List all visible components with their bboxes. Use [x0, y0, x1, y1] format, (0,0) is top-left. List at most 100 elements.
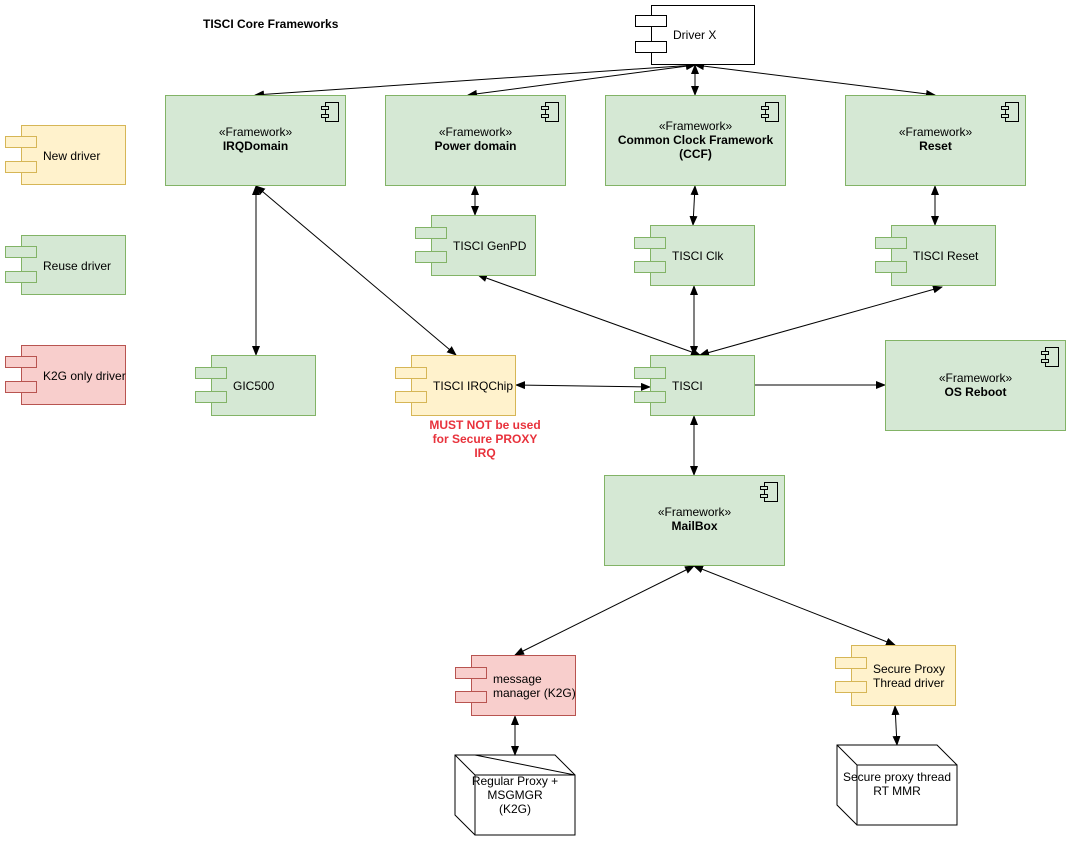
component-tab — [5, 161, 37, 173]
framework-stereotype: «Framework» — [657, 505, 732, 519]
component-tab — [415, 227, 447, 239]
component-tab — [455, 691, 487, 703]
legend-reuse-driver-label: Reuse driver — [43, 259, 112, 273]
tisci-label: TISCI — [672, 379, 703, 393]
framework-mailbox[interactable]: «Framework» MailBox — [604, 475, 785, 566]
component-tisci-clk[interactable]: TISCI Clk — [634, 225, 755, 286]
label-line: Regular Proxy + — [471, 774, 559, 788]
legend-new-driver-label: New driver — [43, 149, 101, 163]
edge-irqdomain-irqchip — [255, 185, 457, 356]
framework-stereotype: «Framework» — [658, 119, 733, 133]
component-icon — [321, 102, 339, 122]
warning-line: for Secure PROXY — [432, 432, 538, 446]
component-tab — [634, 367, 666, 379]
gic500-label: GIC500 — [233, 379, 275, 393]
framework-stereotype: «Framework» — [218, 125, 293, 139]
label-line: MSGMGR — [487, 788, 543, 802]
legend-reuse-driver: Reuse driver — [5, 235, 126, 295]
component-tab — [395, 367, 427, 379]
framework-reset[interactable]: «Framework» Reset — [845, 95, 1026, 186]
legend-k2g-only-driver: K2G only driver — [5, 345, 126, 405]
label-line: RT MMR — [873, 784, 921, 798]
framework-stereotype: «Framework» — [438, 125, 513, 139]
tisci-irqchip-label: TISCI IRQChip — [433, 379, 514, 393]
component-tab — [635, 41, 667, 53]
edge-irqchip-tisci — [515, 381, 651, 391]
legend-new-driver: New driver — [5, 125, 126, 185]
component-tab — [634, 391, 666, 403]
framework-irqdomain[interactable]: «Framework» IRQDomain — [165, 95, 346, 186]
component-tab — [5, 271, 37, 283]
component-secure-proxy-thread-driver[interactable]: Secure Proxy Thread driver — [835, 645, 956, 706]
framework-os-reboot[interactable]: «Framework» OS Reboot — [885, 340, 1066, 431]
edge-secureproxy-rtmmr — [891, 705, 901, 746]
secure-proxy-thread-driver-label: Secure Proxy Thread driver — [873, 662, 945, 690]
edge-driverx-irqdomain — [254, 61, 696, 99]
warning-line: IRQ — [474, 446, 496, 460]
component-icon — [1041, 347, 1059, 367]
label-line: message — [493, 672, 542, 686]
framework-os-reboot-name: OS Reboot — [944, 385, 1007, 399]
component-tab — [5, 246, 37, 258]
irqchip-warning-note: MUST NOT be used for Secure PROXY IRQ — [420, 418, 550, 460]
edge-driverx-powerdomain — [467, 62, 696, 98]
component-tab — [875, 237, 907, 249]
component-icon — [541, 102, 559, 122]
edge-genpd-tisci — [477, 274, 701, 356]
component-tab — [5, 136, 37, 148]
component-tab — [395, 391, 427, 403]
label-line: (K2G) — [498, 802, 531, 816]
component-gic500[interactable]: GIC500 — [195, 355, 316, 416]
edge-mailbox-msgmgr — [514, 565, 695, 656]
component-tab — [634, 261, 666, 273]
driver-x-component[interactable]: Driver X — [635, 5, 755, 65]
component-tab — [634, 237, 666, 249]
component-icon — [761, 102, 779, 122]
legend-k2g-only-driver-label: K2G only driver — [43, 369, 126, 383]
component-icon — [760, 482, 778, 502]
edge-driverx-reset — [694, 62, 936, 98]
tisci-reset-label: TISCI Reset — [913, 249, 979, 263]
component-icon — [1001, 102, 1019, 122]
component-tab — [835, 681, 867, 693]
edge-tiscireset-tisci — [699, 285, 943, 357]
component-tab — [195, 391, 227, 403]
warning-line: MUST NOT be used — [429, 418, 541, 432]
label-line: Thread driver — [873, 676, 945, 690]
component-tisci-reset[interactable]: TISCI Reset — [875, 225, 996, 286]
label-line: Secure Proxy — [873, 662, 946, 676]
component-message-manager[interactable]: message manager (K2G) — [455, 655, 576, 716]
message-manager-label: message manager (K2G) — [493, 672, 576, 700]
component-tab — [195, 367, 227, 379]
framework-ccf-abbrev: (CCF) — [679, 147, 712, 161]
component-tab — [635, 15, 667, 27]
framework-irqdomain-name: IRQDomain — [222, 139, 289, 153]
component-tab — [5, 381, 37, 393]
framework-ccf[interactable]: «Framework» Common Clock Framework (CCF) — [605, 95, 786, 186]
component-tab — [875, 261, 907, 273]
component-tisci-genpd[interactable]: TISCI GenPD — [415, 215, 536, 276]
edge-ccf-clk — [689, 185, 699, 226]
component-tisci-irqchip[interactable]: TISCI IRQChip — [395, 355, 516, 416]
diagram-title: TISCI Core Frameworks — [203, 17, 339, 31]
edge-mailbox-secureproxy — [693, 565, 896, 646]
regular-proxy-label: Regular Proxy + MSGMGR (K2G) — [455, 774, 575, 816]
component-tisci[interactable]: TISCI — [634, 355, 755, 416]
component-tab — [415, 251, 447, 263]
secure-proxy-rt-mmr-label: Secure proxy thread RT MMR — [837, 770, 957, 798]
framework-stereotype: «Framework» — [898, 125, 973, 139]
framework-stereotype: «Framework» — [938, 371, 1013, 385]
framework-power-domain-name: Power domain — [434, 139, 517, 153]
framework-reset-name: Reset — [919, 139, 952, 153]
framework-power-domain[interactable]: «Framework» Power domain — [385, 95, 566, 186]
tisci-genpd-label: TISCI GenPD — [453, 239, 527, 253]
component-tab — [455, 667, 487, 679]
framework-ccf-name: Common Clock Framework — [617, 133, 774, 147]
node-secure-proxy-rt-mmr — [836, 744, 958, 826]
component-tab — [835, 657, 867, 669]
label-line: Secure proxy thread — [842, 770, 952, 784]
node-regular-proxy — [454, 754, 576, 836]
driver-x-label: Driver X — [673, 28, 717, 42]
component-tab — [5, 356, 37, 368]
